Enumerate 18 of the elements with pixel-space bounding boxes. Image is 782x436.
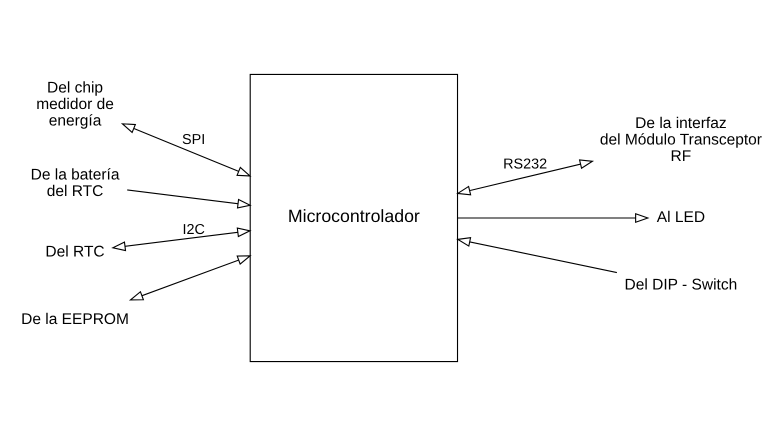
node-box: Microcontrolador bbox=[250, 74, 458, 362]
arrow bbox=[120, 123, 252, 177]
node-text: De la EEPROM bbox=[21, 311, 129, 328]
node-text: Al LED bbox=[656, 209, 706, 226]
edge-label: SPI bbox=[182, 132, 206, 148]
edge-label: I2C bbox=[182, 222, 205, 238]
arrow bbox=[127, 189, 252, 209]
arrow bbox=[458, 212, 650, 224]
arrow bbox=[456, 159, 594, 196]
node-text: Del DIP - Switch bbox=[624, 276, 738, 294]
node-text: Del chip medidor de energía bbox=[36, 79, 114, 130]
node-text: De la interfaz del Módulo Transceptor RF bbox=[600, 114, 762, 166]
node-text: Del RTC bbox=[45, 243, 105, 260]
node-text: De la batería del RTC bbox=[30, 166, 120, 200]
edge-label: RS232 bbox=[503, 156, 548, 173]
arrow bbox=[111, 227, 252, 252]
arrow bbox=[128, 255, 252, 301]
arrow bbox=[456, 237, 617, 274]
